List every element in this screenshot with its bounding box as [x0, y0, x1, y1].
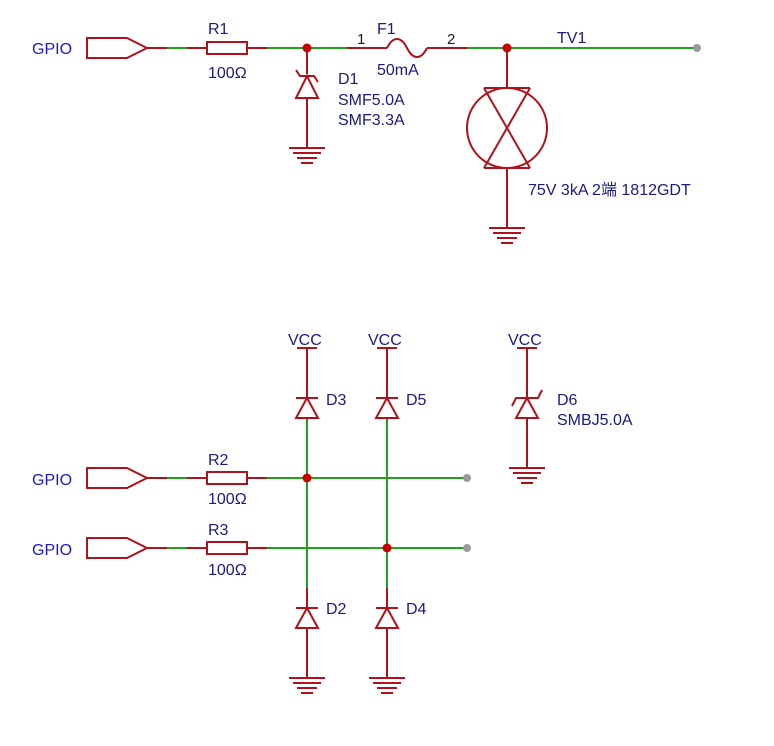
gpio-label-1: GPIO — [32, 41, 72, 58]
r3-ref: R3 — [208, 522, 229, 539]
fuse-f1[interactable] — [347, 38, 467, 58]
gpio-label-2: GPIO — [32, 472, 72, 489]
d5-ref: D5 — [406, 392, 427, 409]
diode-d3[interactable] — [294, 348, 320, 419]
gpio-port-2[interactable] — [86, 467, 150, 489]
resistor-r2[interactable] — [187, 471, 267, 485]
gas-discharge-tube[interactable] — [466, 48, 548, 228]
d3-ref: D3 — [326, 392, 347, 409]
diode-d4[interactable] — [374, 605, 400, 678]
diode-clamp-circuit: GPIO R2 100Ω GPIO R3 100Ω VCC — [32, 332, 633, 694]
wire-endpoint — [463, 544, 471, 552]
gpio-port-1[interactable] — [86, 37, 150, 59]
junction-dot — [302, 473, 312, 483]
diode-d2[interactable] — [294, 605, 320, 678]
f1-ref: F1 — [377, 21, 396, 38]
resistor-r3[interactable] — [187, 541, 267, 555]
gpio-label-3: GPIO — [32, 542, 72, 559]
ground-symbol-d1 — [289, 147, 325, 164]
d2-ref: D2 — [326, 601, 347, 618]
vcc-label-d3: VCC — [288, 332, 322, 349]
vcc-label-d5: VCC — [368, 332, 402, 349]
ground-symbol-d6 — [509, 467, 545, 484]
d1-part-a: SMF5.0A — [338, 92, 405, 109]
resistor-r1[interactable] — [187, 41, 267, 55]
r3-value: 100Ω — [208, 562, 247, 579]
diode-d5[interactable] — [374, 348, 400, 419]
f1-value: 50mA — [377, 62, 419, 79]
d1-part-b: SMF3.3A — [338, 112, 405, 129]
d4-ref: D4 — [406, 601, 427, 618]
gdt-value: 75V 3kA 2端 1812GDT — [528, 181, 691, 199]
f1-pin2: 2 — [447, 31, 455, 48]
wire-endpoint — [463, 474, 471, 482]
ground-symbol-gdt — [489, 227, 525, 244]
junction-dot — [502, 43, 512, 53]
junction-dot — [302, 43, 312, 53]
r2-ref: R2 — [208, 452, 229, 469]
r1-ref: R1 — [208, 21, 229, 38]
top-protection-circuit: GPIO R1 100Ω D1 SMF5.0A SMF3.3A — [32, 21, 701, 244]
d6-ref: D6 — [557, 392, 578, 409]
tvs-diode-d6[interactable] — [511, 348, 543, 468]
ground-symbol-d4 — [369, 677, 405, 694]
zener-diode-d1[interactable] — [294, 48, 320, 148]
r1-value: 100Ω — [208, 65, 247, 82]
gpio-port-3[interactable] — [86, 537, 150, 559]
r2-value: 100Ω — [208, 491, 247, 508]
d6-value: SMBJ5.0A — [557, 412, 633, 429]
f1-pin1: 1 — [357, 31, 365, 48]
ground-symbol-d2 — [289, 677, 325, 694]
junction-dot — [382, 543, 392, 553]
net-label-tv1: TV1 — [557, 30, 586, 47]
d1-ref: D1 — [338, 71, 359, 88]
vcc-label-d6: VCC — [508, 332, 542, 349]
wire-endpoint — [693, 44, 701, 52]
